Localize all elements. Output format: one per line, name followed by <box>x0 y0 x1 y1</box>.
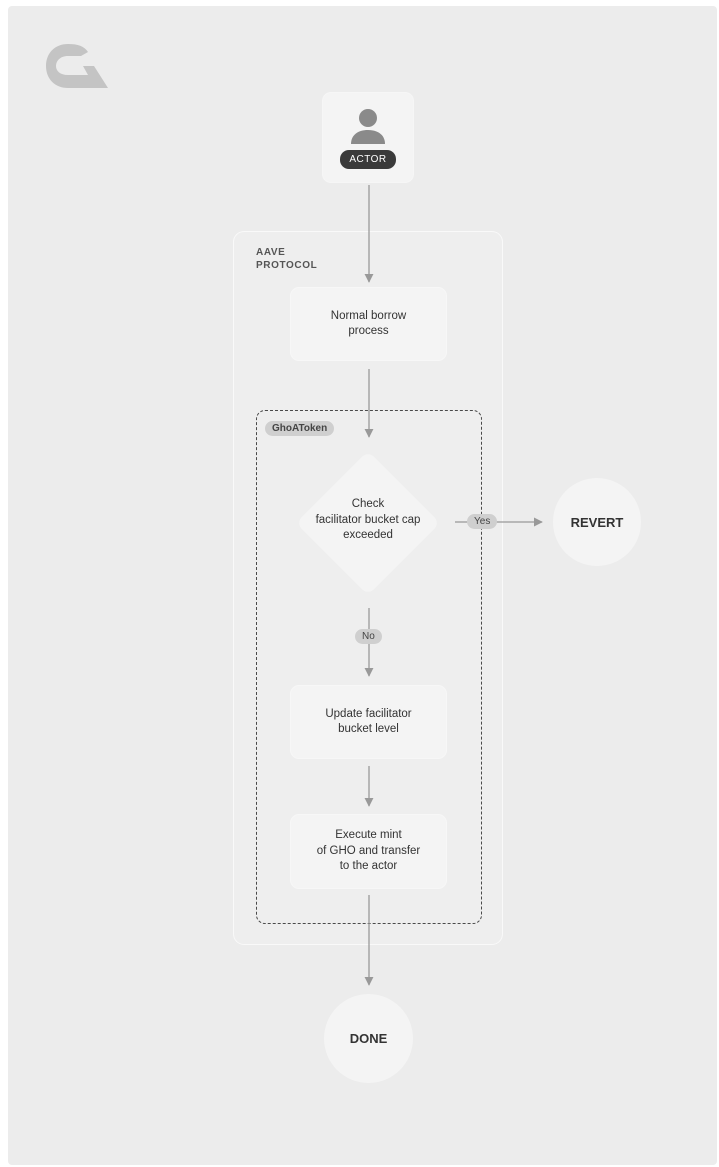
check-line3: exceeded <box>343 529 393 541</box>
update-bucket-node: Update facilitator bucket level <box>291 686 446 758</box>
ghoatoken-label: GhoAToken <box>265 421 335 436</box>
actor-node: ACTOR <box>323 93 413 182</box>
check-line1: Check <box>351 498 385 510</box>
protocol-title-line2: PROTOCOL <box>256 260 318 271</box>
update-line1: Update facilitator <box>325 707 412 720</box>
protocol-title-line1: AAVE <box>256 247 286 258</box>
done-node: DONE <box>324 994 413 1083</box>
borrow-process-node: Normal borrow process <box>291 288 446 360</box>
mint-line3: to the actor <box>339 860 398 873</box>
borrow-line2: process <box>348 325 389 337</box>
aave-protocol-label: AAVE PROTOCOL <box>256 246 346 272</box>
actor-badge: ACTOR <box>340 149 396 170</box>
borrow-line1: Normal borrow <box>330 309 407 322</box>
check-decision-label: Check facilitator bucket cap exceeded <box>290 497 446 544</box>
no-edge-label: No <box>355 629 382 644</box>
gho-logo-icon <box>46 44 108 88</box>
mint-line2: of GHO and transfer <box>316 844 421 857</box>
check-line2: facilitator bucket cap <box>315 513 421 526</box>
yes-edge-label: Yes <box>467 514 498 529</box>
mint-line1: Execute mint <box>335 829 402 842</box>
revert-node: REVERT <box>553 478 641 566</box>
update-line2: bucket level <box>338 723 399 735</box>
execute-mint-node: Execute mint of GHO and transfer to the … <box>291 815 446 888</box>
person-icon <box>351 108 385 144</box>
